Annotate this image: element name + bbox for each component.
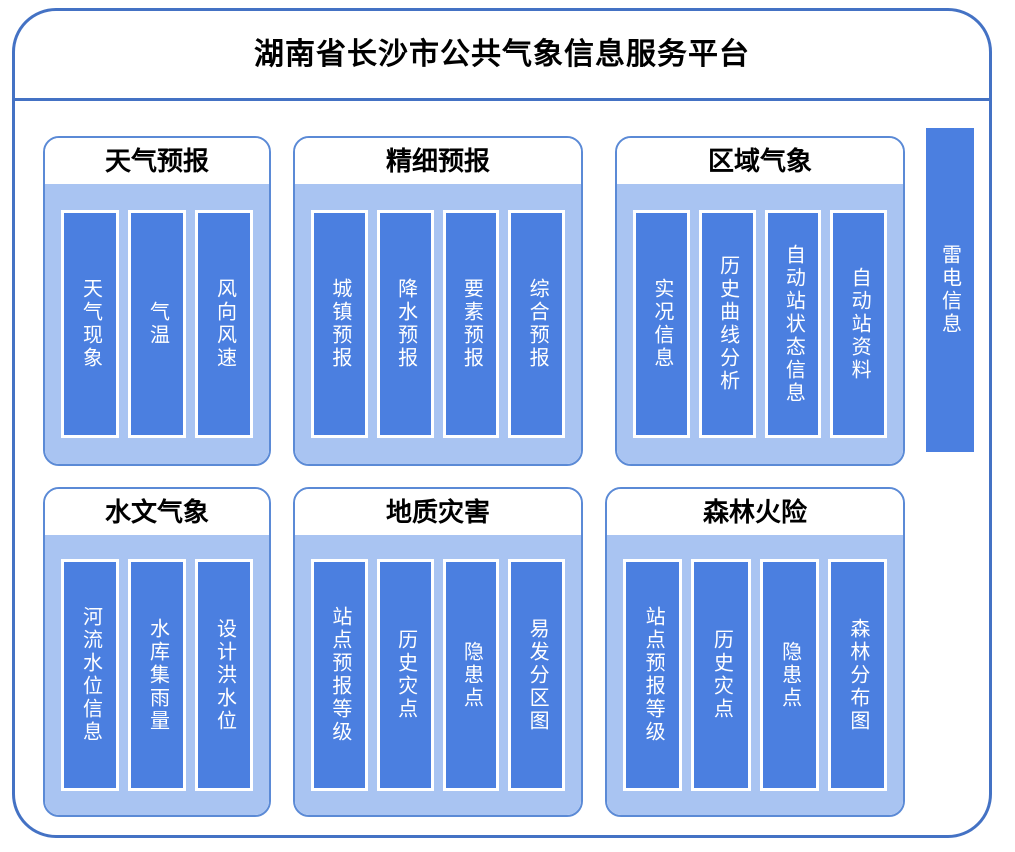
module-item[interactable]: 易发分区图 [508,559,565,791]
module-item[interactable]: 历史灾点 [376,559,434,791]
module-item[interactable]: 站点预报等级 [623,559,683,791]
module-item[interactable]: 设计洪水位 [195,559,253,791]
module-item[interactable]: 天气现象 [61,210,119,438]
module-item[interactable]: 河流水位信息 [61,559,119,791]
module-item[interactable]: 降水预报 [376,210,434,438]
module-title: 天气预报 [45,138,269,184]
module-title: 区域气象 [617,138,903,184]
module-panel-area: 天气预报 天气现象 气温 风向风速 精细预报 城镇预报 降水预报 要素预报 综合… [15,104,989,835]
module-item-list: 站点预报等级 历史灾点 隐患点 森林分布图 [607,535,903,815]
platform-title-bar: 湖南省长沙市公共气象信息服务平台 [15,11,989,101]
module-item-list: 天气现象 气温 风向风速 [45,184,269,464]
module-item[interactable]: 城镇预报 [311,210,368,438]
module-panel-forest-fire-risk[interactable]: 森林火险 站点预报等级 历史灾点 隐患点 森林分布图 [605,487,905,817]
module-item[interactable]: 风向风速 [195,210,253,438]
module-title: 水文气象 [45,489,269,535]
module-item[interactable]: 站点预报等级 [311,559,368,791]
module-item[interactable]: 自动站资料 [830,210,887,438]
module-panel-regional-meteorology[interactable]: 区域气象 实况信息 历史曲线分析 自动站状态信息 自动站资料 [615,136,905,466]
module-item[interactable]: 水库集雨量 [128,559,186,791]
module-item-list: 河流水位信息 水库集雨量 设计洪水位 [45,535,269,815]
platform-frame: 湖南省长沙市公共气象信息服务平台 天气预报 天气现象 气温 风向风速 精细预报 … [12,8,992,838]
module-item[interactable]: 森林分布图 [827,559,887,791]
module-title: 地质灾害 [295,489,581,535]
module-panel-fine-forecast[interactable]: 精细预报 城镇预报 降水预报 要素预报 综合预报 [293,136,583,466]
module-item[interactable]: 历史灾点 [691,559,751,791]
module-item-list: 城镇预报 降水预报 要素预报 综合预报 [295,184,581,464]
module-item[interactable]: 气温 [128,210,186,438]
module-item-list: 实况信息 历史曲线分析 自动站状态信息 自动站资料 [617,184,903,464]
page-title: 湖南省长沙市公共气象信息服务平台 [254,37,750,71]
module-item[interactable]: 隐患点 [442,559,500,791]
module-item[interactable]: 自动站状态信息 [764,210,822,438]
module-item[interactable]: 综合预报 [508,210,565,438]
module-panel-weather-forecast[interactable]: 天气预报 天气现象 气温 风向风速 [43,136,271,466]
module-item[interactable]: 实况信息 [633,210,690,438]
module-item-list: 站点预报等级 历史灾点 隐患点 易发分区图 [295,535,581,815]
standalone-item-lightning-info[interactable]: 雷电信息 [926,128,974,452]
module-panel-hydrometeorology[interactable]: 水文气象 河流水位信息 水库集雨量 设计洪水位 [43,487,271,817]
module-item[interactable]: 历史曲线分析 [698,210,756,438]
module-item[interactable]: 要素预报 [442,210,500,438]
module-panel-geological-disaster[interactable]: 地质灾害 站点预报等级 历史灾点 隐患点 易发分区图 [293,487,583,817]
module-title: 精细预报 [295,138,581,184]
module-title: 森林火险 [607,489,903,535]
module-item[interactable]: 隐患点 [759,559,819,791]
